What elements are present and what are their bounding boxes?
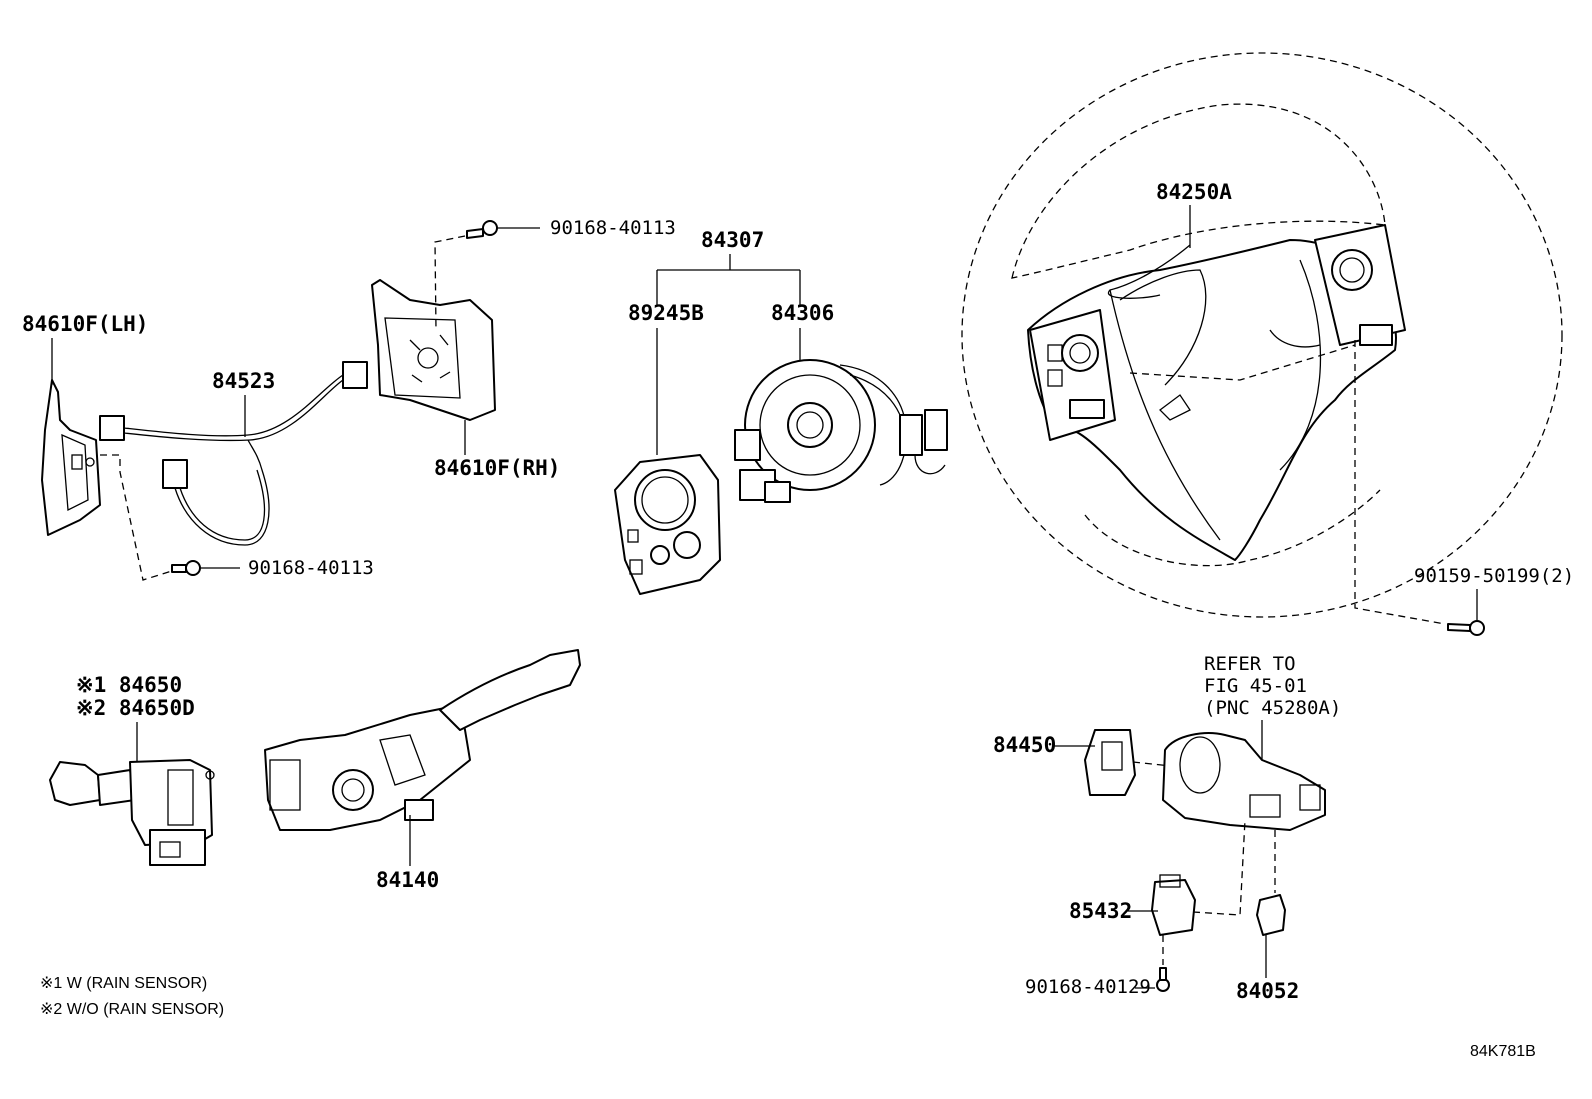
label-84306: 84306	[771, 301, 834, 325]
label-84250a: 84250A	[1156, 180, 1232, 204]
label-84140: 84140	[376, 868, 439, 892]
label-84307: 84307	[701, 228, 764, 252]
refer-line2: FIG 45-01	[1204, 675, 1307, 697]
screw-90168-40129	[1156, 967, 1170, 992]
label-84650d: ※2 84650D	[76, 696, 195, 720]
steering-wheel-84250a	[961, 52, 1563, 618]
refer-line3: (PNC 45280A)	[1204, 697, 1341, 719]
label-90168-40129: 90168-40129	[1025, 976, 1151, 998]
switch-84610f-lh	[41, 379, 101, 536]
wiper-switch-84650	[49, 759, 215, 866]
note-rain-sensor-with: ※1 W (RAIN SENSOR)	[40, 975, 207, 992]
screw-90168-40113-bottom	[171, 560, 201, 576]
label-84052: 84052	[1236, 979, 1299, 1003]
switch-84610f-rh	[371, 279, 496, 421]
turn-signal-switch-84140	[264, 649, 581, 831]
label-90159-50199: 90159-50199(2)	[1414, 565, 1574, 587]
label-84610f-rh: 84610F(RH)	[434, 456, 560, 480]
label-89245b: 89245B	[628, 301, 704, 325]
bolt-90159-50199	[1447, 620, 1485, 636]
label-90168-40113-bottom: 90168-40113	[248, 557, 374, 579]
switch-84052	[1256, 894, 1286, 936]
switch-84450	[1084, 729, 1136, 796]
label-90168-40113-top: 90168-40113	[550, 217, 676, 239]
label-84610f-lh: 84610F(LH)	[22, 312, 148, 336]
note-rain-sensor-without: ※2 W/O (RAIN SENSOR)	[40, 1001, 224, 1018]
ignition-housing	[1162, 732, 1326, 831]
switch-85432	[1151, 874, 1196, 936]
figure-code: 84K781B	[1470, 1043, 1536, 1060]
label-84523: 84523	[212, 369, 275, 393]
spiral-cable-84306	[734, 359, 948, 503]
refer-line1: REFER TO	[1204, 653, 1296, 675]
steering-sensor-89245b	[614, 454, 721, 595]
label-84650: ※1 84650	[76, 673, 182, 697]
screw-90168-40113-top	[466, 220, 498, 239]
label-85432: 85432	[1069, 899, 1132, 923]
label-84450: 84450	[993, 733, 1056, 757]
wire-harness-84523	[99, 361, 368, 546]
